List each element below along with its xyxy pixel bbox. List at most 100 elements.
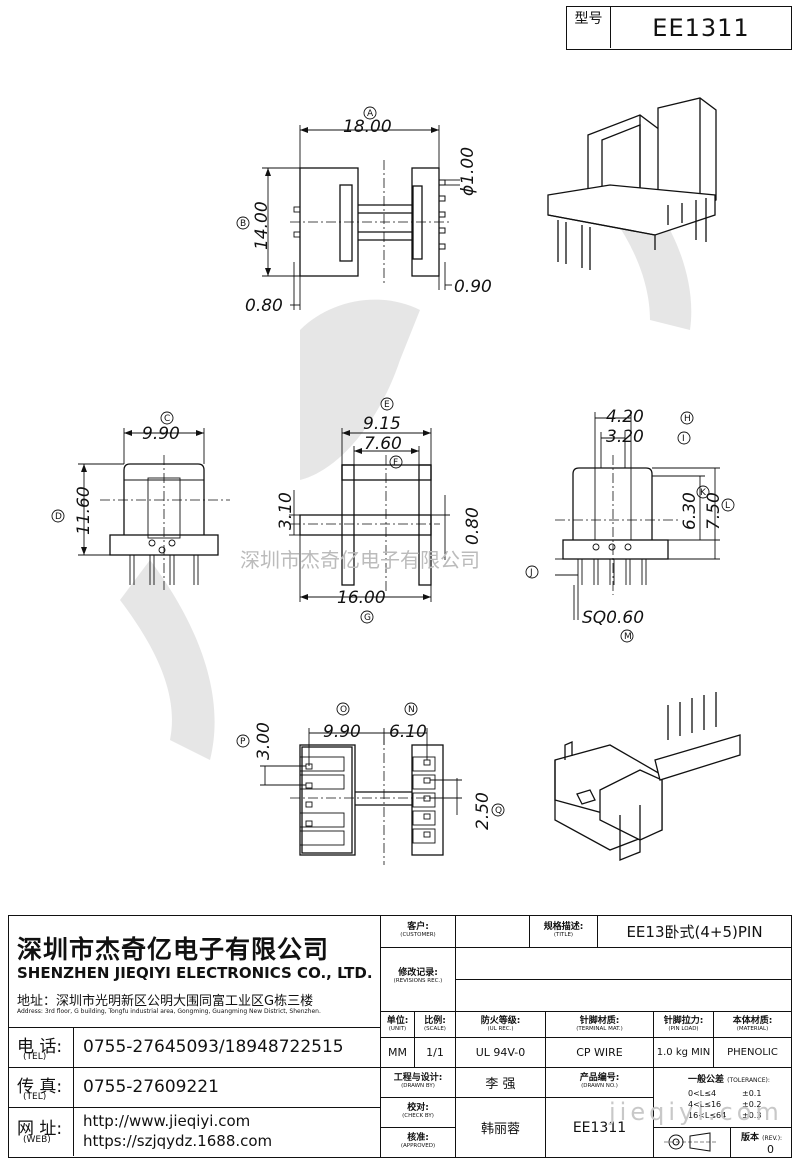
material-value: PHENOLIC <box>714 1038 791 1068</box>
label-M: M <box>624 632 632 642</box>
label-E: E <box>384 400 390 410</box>
scale-value: 1/1 <box>415 1038 456 1068</box>
rev-label-en: (REV.): <box>762 1135 783 1142</box>
dim-F-value: 7.60 <box>364 434 402 454</box>
revisions-line-1 <box>456 948 791 980</box>
drawn-label-cell: 工程与设计: (DRAWN BY) <box>381 1068 456 1098</box>
company-block: 深圳市杰奇亿电子有限公司 SHENZHEN JIEQIYI ELECTRONIC… <box>9 916 381 1028</box>
customer-label-cell: 客户: (CUSTOMER) <box>381 916 456 948</box>
scale-label-en: (SCALE) <box>424 1026 446 1032</box>
dim-A-value: 18.00 <box>343 117 392 137</box>
ul-label: 防火等级: <box>480 1016 521 1026</box>
dim-C-value: 9.90 <box>142 424 180 444</box>
ul-value: UL 94V-0 <box>456 1038 546 1068</box>
tel-row: 电 话: (TEL) 0755-27645093/18948722515 <box>9 1028 381 1068</box>
revisions-label-cell: 修改记录: (REVISIONS REC.) <box>381 948 456 1012</box>
fax-value: 0755-27609221 <box>83 1077 219 1097</box>
label-B: B <box>240 219 246 229</box>
dim-I-value: 3.20 <box>606 427 644 447</box>
dim-K-value: 6.30 <box>680 492 700 530</box>
label-I: I <box>682 434 685 444</box>
web-value-2[interactable]: https://szjqydz.1688.com <box>83 1132 273 1150</box>
terminal-label-en: (TERMINAL MAT.) <box>576 1026 623 1032</box>
customer-value <box>456 916 530 948</box>
label-O: O <box>340 705 347 715</box>
dim-080-side-value: 0.80 <box>463 507 483 545</box>
projection-symbol-cell <box>654 1128 731 1157</box>
bottom-view <box>260 728 462 865</box>
dim-N-value: 6.10 <box>389 722 427 742</box>
model-value: EE1311 <box>652 13 750 42</box>
tel-label-en: (TEL) <box>23 1052 47 1062</box>
rev-cell: 版本 (REV.): 0 <box>731 1128 791 1157</box>
label-C: C <box>164 414 170 424</box>
rev-label: 版本 <box>741 1133 760 1143</box>
spec-label: 规格描述: <box>543 922 584 932</box>
tel-label: 电 话: <box>17 1037 63 1057</box>
dim-310-value: 3.10 <box>276 492 296 530</box>
approved-label: 核准: <box>407 1133 429 1143</box>
label-K: K <box>700 488 707 498</box>
projection-symbol-icon <box>664 1132 716 1152</box>
dim-P-value: 3.00 <box>254 722 274 760</box>
partno-value: EE1311 <box>546 1098 654 1157</box>
label-G: G <box>364 613 371 623</box>
label-B-circle <box>236 216 250 230</box>
approved-label-en: (APPROVED) <box>400 1143 436 1149</box>
terminal-label-cell: 针脚材质: (TERMINAL MAT.) <box>546 1012 654 1038</box>
partno-label-en: (DRAWN NO.) <box>581 1083 618 1089</box>
customer-label-en: (CUSTOMER) <box>400 932 436 938</box>
front-view <box>78 428 230 590</box>
label-A-circle <box>363 106 377 120</box>
unit-label-cell: 单位: (UNIT) <box>381 1012 415 1038</box>
model-box: 型号 EE1311 <box>566 6 792 50</box>
check-label-cell: 校对: (CHECK BY) <box>381 1098 456 1128</box>
drawn-label-en: (DRAWN BY) <box>401 1083 435 1089</box>
watermark-graphic <box>120 150 692 760</box>
label-L: L <box>725 501 730 511</box>
check-label-en: (CHECK BY) <box>402 1113 434 1119</box>
dim-M-value: SQ0.60 <box>582 608 644 628</box>
scale-label: 比例: <box>424 1016 446 1026</box>
check-value: 韩丽蓉 <box>456 1098 546 1157</box>
label-F: F <box>393 458 398 468</box>
revisions-label: 修改记录: <box>398 968 438 978</box>
label-D: D <box>55 512 62 522</box>
label-Q: Q <box>495 806 502 816</box>
pinload-label-cell: 针脚拉力: (PIN LOAD) <box>654 1012 714 1038</box>
label-J: J <box>529 568 533 578</box>
tolerance-values: ±0.1 ±0.2 ±0.3 <box>742 1088 761 1121</box>
dim-E-value: 9.15 <box>363 414 401 434</box>
dim-L-value: 7.50 <box>704 492 724 530</box>
revisions-label-en: (REVISIONS REC.) <box>393 978 443 984</box>
company-name-cn: 深圳市杰奇亿电子有限公司 <box>17 935 330 964</box>
ul-label-cell: 防火等级: (UL REC.) <box>456 1012 546 1038</box>
dim-H-value: 4.20 <box>606 407 644 427</box>
web-row: 网 址: (WEB) http://www.jieqiyi.com https:… <box>9 1108 381 1157</box>
dim-080-top-value: 0.80 <box>245 296 283 316</box>
pinload-value: 1.0 kg MIN <box>654 1038 714 1068</box>
dim-phi-value: ϕ1.00 <box>458 147 478 196</box>
web-value-1[interactable]: http://www.jieqiyi.com <box>83 1112 251 1130</box>
partno-label-cell: 产品编号: (DRAWN NO.) <box>546 1068 654 1098</box>
tel-value: 0755-27645093/18948722515 <box>83 1037 344 1057</box>
spec-label-en: (TITLE) <box>553 932 574 938</box>
material-label: 本体材质: <box>732 1016 773 1026</box>
fax-label: 传 真: <box>17 1077 63 1097</box>
isometric-view-top <box>547 97 717 270</box>
tolerance-range-2: 4<L≤16 <box>688 1100 722 1109</box>
title-block: 深圳市杰奇亿电子有限公司 SHENZHEN JIEQIYI ELECTRONIC… <box>8 915 792 1158</box>
label-H: H <box>684 414 691 424</box>
partno-label: 产品编号: <box>579 1073 620 1083</box>
tolerance-value-2: ±0.2 <box>742 1100 762 1109</box>
revisions-line-2 <box>456 980 791 1012</box>
address-cn: 地址：深圳市光明新区公明大围同富工业区G栋三楼 <box>17 994 314 1009</box>
fax-row: 传 真: (TEL) 0755-27609221 <box>9 1068 381 1108</box>
tolerance-ranges: 0<L≤4 4<L≤16 16<L≤64 <box>688 1088 726 1121</box>
label-P: P <box>240 737 246 747</box>
dim-O-value: 9.90 <box>323 722 361 742</box>
dim-D-value: 11.60 <box>74 486 94 535</box>
unit-value: MM <box>381 1038 415 1068</box>
spec-label-cell: 规格描述: (TITLE) <box>530 916 598 948</box>
technical-drawing: 18.00 14.00 ϕ1.00 0.80 0.90 A B <box>51 97 741 865</box>
